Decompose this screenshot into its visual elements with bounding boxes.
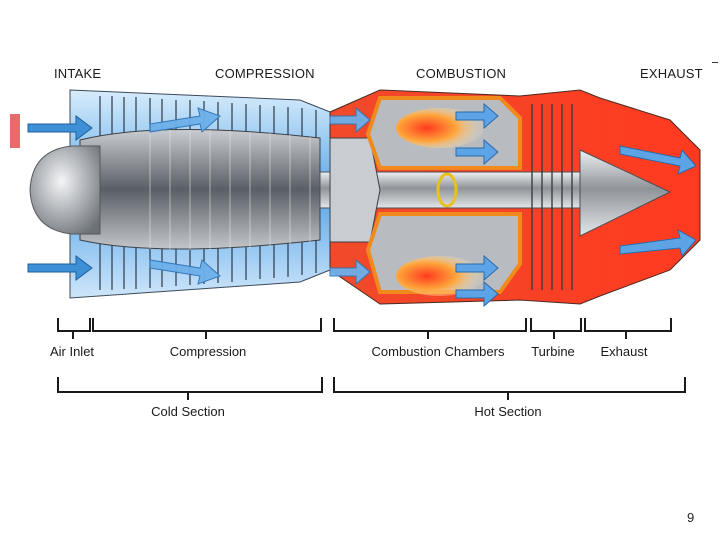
exhaust-tick	[625, 330, 627, 339]
turbine-label: Turbine	[531, 344, 575, 359]
compression-label: Compression	[169, 344, 247, 359]
exhaust-heading: EXHAUST	[640, 66, 703, 81]
diffuser	[329, 137, 381, 243]
cold-section-label: Cold Section	[151, 404, 225, 419]
turbine-tick	[553, 330, 555, 339]
turbine-blades	[531, 104, 573, 290]
rotation-arrow-icon	[436, 172, 458, 208]
air-inlet-bracket	[57, 318, 91, 332]
exhaust-bracket	[584, 318, 672, 332]
compression-heading: COMPRESSION	[215, 66, 315, 81]
combustion-chambers-bracket	[333, 318, 527, 332]
edge-mark	[10, 114, 20, 148]
hot-section-bracket	[333, 377, 686, 393]
air-inlet-label: Air Inlet	[49, 344, 95, 359]
exhaust-label: Exhaust	[600, 344, 648, 359]
combustion-heading: COMBUSTION	[416, 66, 507, 81]
page-number: 9	[687, 510, 695, 525]
combustion-chambers-label: Combustion Chambers	[371, 344, 505, 359]
cold-section-tick	[187, 391, 189, 400]
turbine-bracket	[530, 318, 582, 332]
compression-bracket	[92, 318, 322, 332]
air-inlet-tick	[72, 330, 74, 339]
exhaust-cone	[579, 149, 672, 237]
hot-section-tick	[507, 391, 509, 400]
compression-tick	[205, 330, 207, 339]
drum-ridges	[149, 130, 311, 250]
corner-dash	[712, 62, 718, 63]
spinner-nose-cone	[29, 145, 101, 235]
compressor-drum	[79, 129, 321, 250]
exhaust-arrows	[619, 145, 697, 258]
intake-heading: INTAKE	[54, 66, 102, 81]
combustion-chambers-tick	[427, 330, 429, 339]
compression-arrows	[149, 106, 371, 286]
cold-section-bracket	[57, 377, 323, 393]
combustion-arrows	[455, 102, 499, 308]
intake-arrows	[27, 115, 93, 281]
hot-section-label: Hot Section	[474, 404, 542, 419]
